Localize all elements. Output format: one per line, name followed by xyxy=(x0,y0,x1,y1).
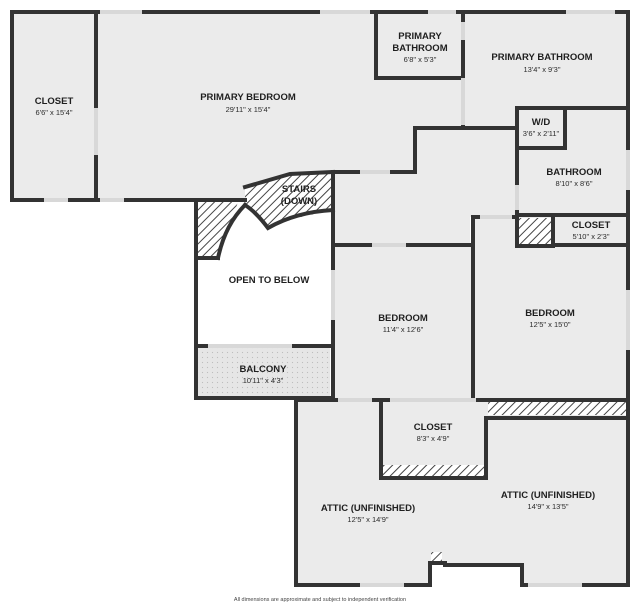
wd-wall xyxy=(515,106,567,150)
attic-left-dims: 12'5" x 14'9" xyxy=(347,515,388,524)
outer-wall-left xyxy=(10,10,198,202)
closet-left-dims: 6'6" x 15'4" xyxy=(36,108,73,117)
closet-left-name: CLOSET xyxy=(35,96,74,107)
floor-fills xyxy=(12,12,628,585)
upper-floor-area xyxy=(12,12,628,245)
closet-bottom-dims: 8'3" x 4'9" xyxy=(417,434,450,443)
closet-bottom-name: CLOSET xyxy=(414,422,453,433)
balcony-floor xyxy=(196,347,330,398)
stairs-name-1: STAIRS xyxy=(282,184,316,195)
primary-bath-small-dims: 6'8" x 5'3" xyxy=(404,55,437,64)
open-to-below-left-wall xyxy=(194,198,335,400)
attic-small-hatch xyxy=(431,552,442,563)
attic-right-name: ATTIC (UNFINISHED) xyxy=(501,490,595,501)
bedroom-right-hatch xyxy=(488,402,628,415)
windows xyxy=(44,10,630,587)
hatched-areas xyxy=(196,172,628,563)
open-to-below-area xyxy=(196,212,330,345)
closet-right-name: CLOSET xyxy=(572,220,611,231)
attic-right-dims: 14'9" x 13'5" xyxy=(527,502,568,511)
walls xyxy=(10,10,630,587)
bedroom-center-name: BEDROOM xyxy=(378,313,428,324)
primary-bedroom-name: PRIMARY BEDROOM xyxy=(200,92,296,103)
balcony-name: BALCONY xyxy=(240,364,288,375)
bedroom-right-dims: 12'5" x 15'0" xyxy=(529,320,570,329)
bedroom-right-name: BEDROOM xyxy=(525,308,575,319)
closet-right-dims: 5'10" x 2'3" xyxy=(573,232,610,241)
primary-bath-small-wall xyxy=(374,10,465,80)
closet-right-wall xyxy=(515,213,555,248)
bedroom-center-floor xyxy=(333,245,473,400)
attic-bottom-wall xyxy=(353,398,630,587)
closet-right-hatch xyxy=(519,218,552,245)
primary-bath-small-name-1: PRIMARY xyxy=(398,31,442,42)
primary-bath-large-name: PRIMARY BATHROOM xyxy=(491,52,592,63)
wd-name: W/D xyxy=(532,117,551,128)
stair-inner-curve xyxy=(242,202,336,231)
stairs-name-2: (DOWN) xyxy=(281,196,317,207)
primary-bath-small-name-2: BATHROOM xyxy=(392,43,447,54)
bedroom-center-dims: 11'4" x 12'6" xyxy=(383,325,424,334)
attic-outer-wall xyxy=(294,398,357,587)
bathroom-name: BATHROOM xyxy=(546,167,601,178)
closet-bottom-hatch xyxy=(383,465,485,477)
primary-bath-large-dims: 13'4" x 9'3" xyxy=(524,65,561,74)
balcony-dims: 10'11" x 4'3" xyxy=(243,376,284,385)
primary-bedroom-dims: 29'11" x 15'4" xyxy=(226,105,271,114)
bathroom-dims: 8'10" x 8'6" xyxy=(556,179,593,188)
outer-wall-upper xyxy=(10,10,630,404)
open-to-below-name: OPEN TO BELOW xyxy=(229,275,310,286)
attic-left-name: ATTIC (UNFINISHED) xyxy=(321,503,415,514)
wd-dims: 3'6" x 2'11" xyxy=(523,129,560,138)
room-labels: CLOSET 6'6" x 15'4" PRIMARY BEDROOM 29'1… xyxy=(35,31,611,603)
closet-bottom-wall xyxy=(379,398,488,480)
stair-landing-hatch xyxy=(196,202,238,258)
open-to-below-arch xyxy=(215,202,248,261)
disclaimer: All dimensions are approximate and subje… xyxy=(234,597,406,603)
